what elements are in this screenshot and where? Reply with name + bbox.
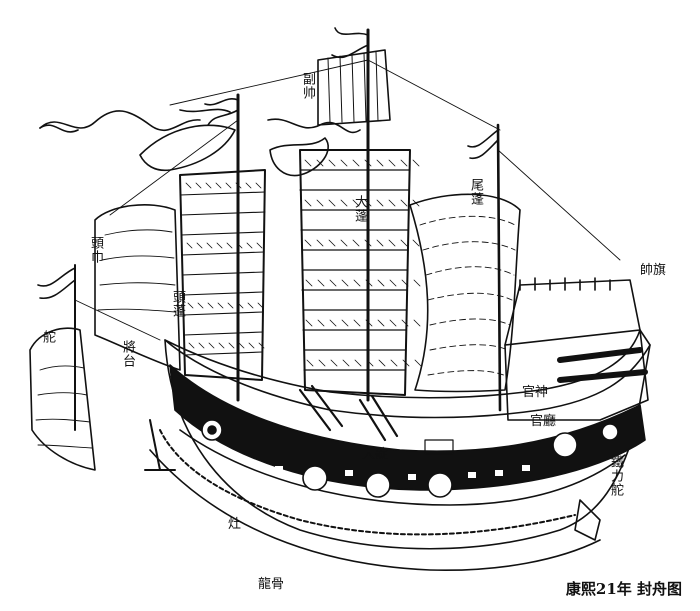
- sail-main: [299, 149, 411, 396]
- label-f: 頭巾: [88, 236, 103, 264]
- label-n: 帥旗: [640, 263, 667, 278]
- sail-bow-small: [29, 327, 96, 471]
- cannon-2: [358, 394, 399, 442]
- label-k: 灶: [228, 517, 242, 532]
- label-c: 頭蓬: [170, 290, 185, 318]
- rudder: [574, 499, 601, 541]
- sail-bow-large: [94, 204, 181, 371]
- label-b: 大蓬: [352, 195, 367, 223]
- mast-mizzen: [496, 123, 502, 412]
- sail-top: [317, 49, 391, 126]
- sail-fore: [179, 169, 266, 381]
- label-g: 舵: [40, 330, 55, 344]
- banner-fore: [139, 124, 236, 172]
- streamer-left: [39, 110, 201, 131]
- label-l: 將台: [120, 340, 135, 368]
- label-j: 龍骨: [258, 577, 285, 592]
- hull-lower: [164, 339, 651, 550]
- label-d: 尾蓬: [468, 178, 483, 206]
- sail-mizzen: [409, 193, 521, 393]
- deck-hatch: [424, 439, 454, 455]
- flag-mizzen: [467, 129, 499, 160]
- figure-caption: 康熙21年 封舟图: [565, 580, 682, 598]
- label-h: 鐵力舵: [608, 455, 623, 497]
- anchor: [144, 419, 176, 471]
- stern-castle: [504, 329, 649, 421]
- anchor-chain: [159, 429, 576, 536]
- label-a: 副帅: [300, 72, 315, 100]
- label-m: 官廳: [530, 414, 557, 429]
- flag-bow: [37, 267, 76, 300]
- label-i: 大碇: [362, 447, 389, 462]
- banner-main: [269, 137, 329, 177]
- cannon: [298, 384, 344, 432]
- label-e: 官神: [522, 385, 549, 400]
- flag-fore: [204, 98, 239, 126]
